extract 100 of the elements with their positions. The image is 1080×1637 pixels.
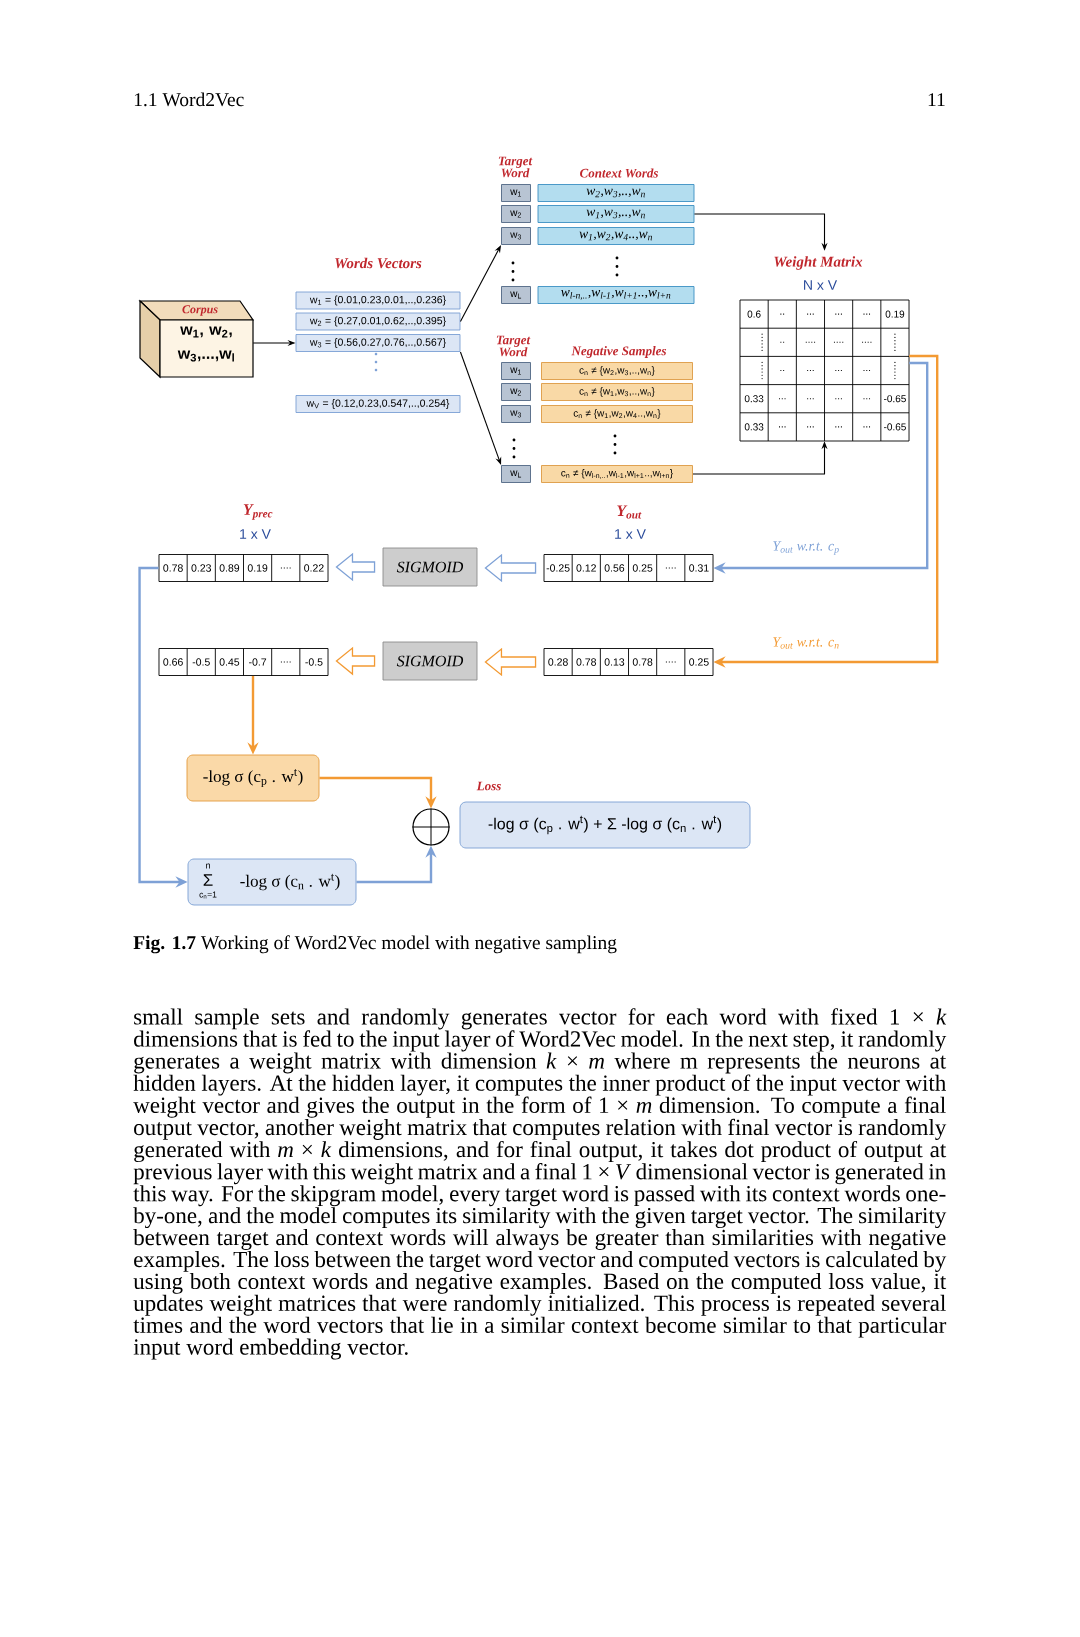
column-heading: Negative Samples [571, 346, 667, 358]
cell-value: ... [835, 398, 842, 400]
cell-value: 0.78 [632, 658, 653, 666]
sigmoid-box: SIGMOID [382, 547, 478, 587]
cell-value: ... [835, 313, 842, 315]
vector-box: w$_{1}$ = {0.01,0.23,0.01,..,0.236} [295, 291, 461, 310]
context-box: w$_{l-n,..}$,w$_{l-1}$,w$_{l+1}$..,w$_{l+n}$ [537, 286, 695, 304]
cell-value: 0.31 [689, 564, 709, 572]
cell-value: 0.28 [548, 658, 568, 666]
cell-value: -0.5 [192, 658, 210, 666]
loss-heading: Loss [476, 781, 501, 791]
cell-value: .... [833, 341, 844, 343]
cell-value: 0.22 [304, 564, 324, 572]
vector-box: w$_{2}$ = {0.27,0.01,0.62,..,0.395} [295, 312, 461, 331]
matrix-heading: Weight Matrix [774, 256, 863, 270]
cell-value: 0.56 [604, 564, 625, 572]
cell-value: ... [807, 313, 814, 315]
word-box: w$_{1}$ [501, 362, 531, 380]
cell-value: .... [665, 567, 676, 569]
cell-value: 0.12 [576, 564, 596, 572]
cell-value: ... [807, 398, 814, 400]
column-heading: Target Word [498, 156, 533, 178]
cell-value: 0.25 [632, 564, 653, 572]
negative-sample-box: c$_{n}$ ≠ {w$_{l-n,..}$,w$_{l-1}$,w$_{l+1}$..,w$_{l+n}$} [541, 465, 693, 483]
cell-value: 0.19 [247, 564, 268, 572]
figure-caption: Fig. 1.7 Working of Word2Vec model with negative sampling [133, 935, 617, 954]
plus-circle [411, 807, 451, 847]
context-box: w$_{1}$,w$_{3}$,..,w$_{n}$ [537, 205, 695, 223]
cube-text: w$_{1}$, w$_{2}$, w$_{3}$,...,w$_{l}$ [177, 326, 234, 362]
dimension-label: 1 x V [615, 529, 646, 539]
cell-value: -0.7 [249, 658, 267, 666]
cube-title: Corpus [182, 305, 218, 316]
cell-value: 0.13 [604, 658, 625, 666]
cell-value: -0.25 [546, 564, 570, 572]
loss-box: -log σ (c$_{p}$ . w$^{t}$) + Σ -log σ (c$_{n}$ . w$^{t}$) [459, 801, 751, 849]
cell-value: .... [280, 661, 291, 663]
cell-value: 0.25 [689, 658, 709, 666]
loss-term-box: -log σ (c$_{p}$ . w$^{t}$) [186, 754, 320, 802]
word-box: w$_{L}$ [501, 465, 531, 483]
negative-sample-box: c$_{n}$ ≠ {w$_{2}$,w$_{3}$,..,w$_{n}$} [541, 362, 693, 380]
cell-value: 0.33 [744, 423, 764, 431]
cell-value: ... [863, 369, 871, 372]
cell-value: ... [863, 426, 871, 428]
running-header: 1.1 Word2Vec [134, 92, 244, 107]
cell-value: -0.65 [884, 395, 906, 403]
cell-value: .... [280, 567, 291, 569]
cell-value: .. [780, 369, 785, 372]
cell-value: ... [863, 313, 871, 315]
hollow-arrow [484, 647, 537, 677]
cell-value: 0.19 [885, 310, 905, 318]
cell-value: 0.78 [163, 564, 183, 572]
hollow-arrow [335, 646, 376, 676]
cell-value: 0.6 [747, 310, 761, 318]
cell-value: 0.33 [744, 395, 764, 403]
context-box: w$_{1}$,w$_{2}$,w$_{4}$..,w$_{n}$ [537, 227, 695, 245]
negative-sample-box: c$_{n}$ ≠ {w$_{1}$,w$_{2}$,w$_{4}$..,w$_{n}$} [541, 405, 693, 423]
cell-value: ... [863, 398, 871, 400]
vector-box: w$_{V}$ = {0.12,0.23,0.547,..,0.254} [295, 395, 461, 413]
body-paragraph: small sample sets and randomly generates vector for each word with fixed 1 × k dimensions that is fed to the input layer of Word2Vec model. In the next step, it randomly generates a weight matrix with dimension k × m where m represents the neurons at hidden layers. At the hidden layer, it computes the inner product of the input vector with weight vector and gives the output in the form of 1 × m dimension. To compute a final output vector, another weight matrix that computes relation with final vector is randomly generated with m × k dimensions, and for final output, it takes dot product of output at previous layer with this weight matrix and a final 1 × V dimensional vector is generated in this way. For the skipgram model, every target word is passed with its context words one-by-one, and the model computes its similarity with the given target vector. The similarity between target and context words will always be greater than similarities with negative examples. The loss between the target word vector and computed vectors is calculated by using both context words and negative examples. Based on the computed loss value, it updates weight matrices that were randomly initialized. This process is repeated several times and the word vectors that lie in a similar context become similar to that particular input word embedding vector. [133, 1008, 947, 1360]
word-box: w$_{3}$ [501, 405, 531, 423]
dimension-label: N x V [804, 280, 838, 290]
cell-value: .... [665, 661, 676, 663]
word-box: w$_{2}$ [501, 383, 531, 401]
column-heading: Words Vectors [335, 257, 422, 269]
word-box: w$_{1}$ [501, 184, 531, 202]
column-heading: Target Word [496, 335, 531, 357]
vector-heading: Y$_{out}$ [617, 505, 642, 519]
cell-value: -0.65 [884, 423, 906, 431]
context-box: w$_{2}$,w$_{3}$,..,w$_{n}$ [537, 184, 695, 202]
word-box: w$_{2}$ [501, 205, 531, 223]
edge-label: Y$_{out}$ w.r.t. c$_{p}$ [771, 540, 841, 556]
cell-value: ... [835, 426, 842, 428]
hollow-arrow [484, 553, 537, 583]
vector-heading: Y$_{prec}$ [243, 504, 273, 520]
cell-value: ... [835, 369, 842, 372]
sum-box: n Σ c$_{n}$=1 -log σ (c$_{n}$ . w$^{t}$) [187, 858, 357, 906]
cell-value: ... [779, 426, 786, 428]
cell-value: .. [780, 313, 785, 315]
cell-value: .... [862, 341, 872, 343]
edge-label: Y$_{out}$ w.r.t. c$_{n}$ [771, 636, 841, 650]
cell-value: -0.5 [305, 658, 323, 666]
cell-value: 0.89 [219, 564, 240, 572]
page-number: 11 [928, 93, 945, 106]
cell-value: 0.78 [576, 658, 596, 666]
cell-value: ... [807, 369, 814, 372]
cell-value: 0.45 [219, 658, 240, 666]
cell-value: ... [807, 426, 814, 428]
word-box: w$_{3}$ [501, 227, 531, 245]
cell-value: 0.23 [191, 564, 211, 572]
column-heading: Context Words [580, 168, 659, 178]
negative-sample-box: c$_{n}$ ≠ {w$_{1}$,w$_{3}$,..,w$_{n}$} [541, 383, 693, 401]
cell-value: ... [779, 398, 786, 400]
cell-value: .... [805, 341, 816, 343]
hollow-arrow [335, 552, 376, 582]
dimension-label: 1 x V [240, 529, 271, 539]
cell-value: 0.66 [163, 658, 183, 666]
sigmoid-box: SIGMOID [382, 641, 478, 681]
word-box: w$_{L}$ [501, 286, 531, 304]
cell-value: .. [780, 341, 785, 343]
vector-box: w$_{3}$ = {0.56,0.27,0.76,..,0.567} [295, 334, 461, 352]
